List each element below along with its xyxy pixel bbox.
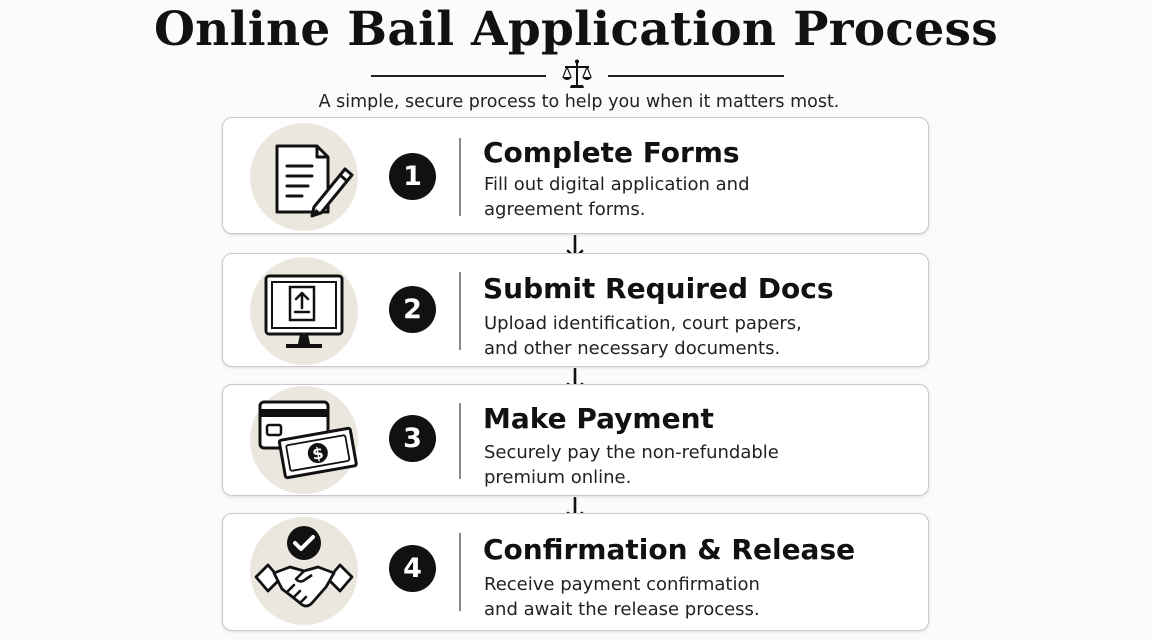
step-description: Receive payment confirmation and await t…	[484, 574, 760, 620]
step-title: Make Payment	[483, 402, 714, 435]
page-title: Online Bail Application Process	[153, 2, 999, 57]
page-subtitle: A simple, secure process to help you whe…	[318, 92, 840, 112]
step-title: Complete Forms	[483, 136, 740, 169]
step-divider	[459, 272, 461, 350]
step-icon-circle	[250, 123, 358, 231]
header-rule-right	[608, 75, 784, 77]
document-pen-icon	[275, 144, 354, 218]
handshake-check-icon	[254, 526, 354, 608]
step-divider	[459, 138, 461, 216]
step-card-2: 2 Submit Required Docs Upload identifica…	[222, 253, 929, 367]
monitor-upload-icon	[264, 274, 344, 348]
step-icon-circle	[250, 517, 358, 625]
svg-text:$: $	[311, 443, 325, 464]
step-number-badge: 1	[389, 153, 436, 200]
step-number-badge: 3	[389, 415, 436, 462]
step-title: Confirmation & Release	[483, 533, 856, 566]
step-description: Upload identification, court papers, and…	[484, 313, 802, 359]
step-icon-circle	[250, 257, 358, 365]
step-divider	[459, 403, 461, 479]
step-divider	[459, 533, 461, 611]
step-number-badge: 2	[389, 286, 436, 333]
step-description: Fill out digital application and agreeme…	[484, 174, 750, 220]
step-card-3: $ 3 Make Payment Securely pay the non-re…	[222, 384, 929, 496]
step-card-4: 4 Confirmation & Release Receive payment…	[222, 513, 929, 631]
credit-card-cash-icon: $	[258, 400, 358, 480]
header-rule-left	[371, 75, 546, 77]
step-number-badge: 4	[389, 545, 436, 592]
step-description: Securely pay the non-refundable premium …	[484, 442, 779, 488]
scales-of-justice-icon	[562, 59, 592, 88]
step-title: Submit Required Docs	[483, 272, 834, 305]
step-icon-circle: $	[250, 386, 358, 494]
step-card-1: 1 Complete Forms Fill out digital applic…	[222, 117, 929, 234]
